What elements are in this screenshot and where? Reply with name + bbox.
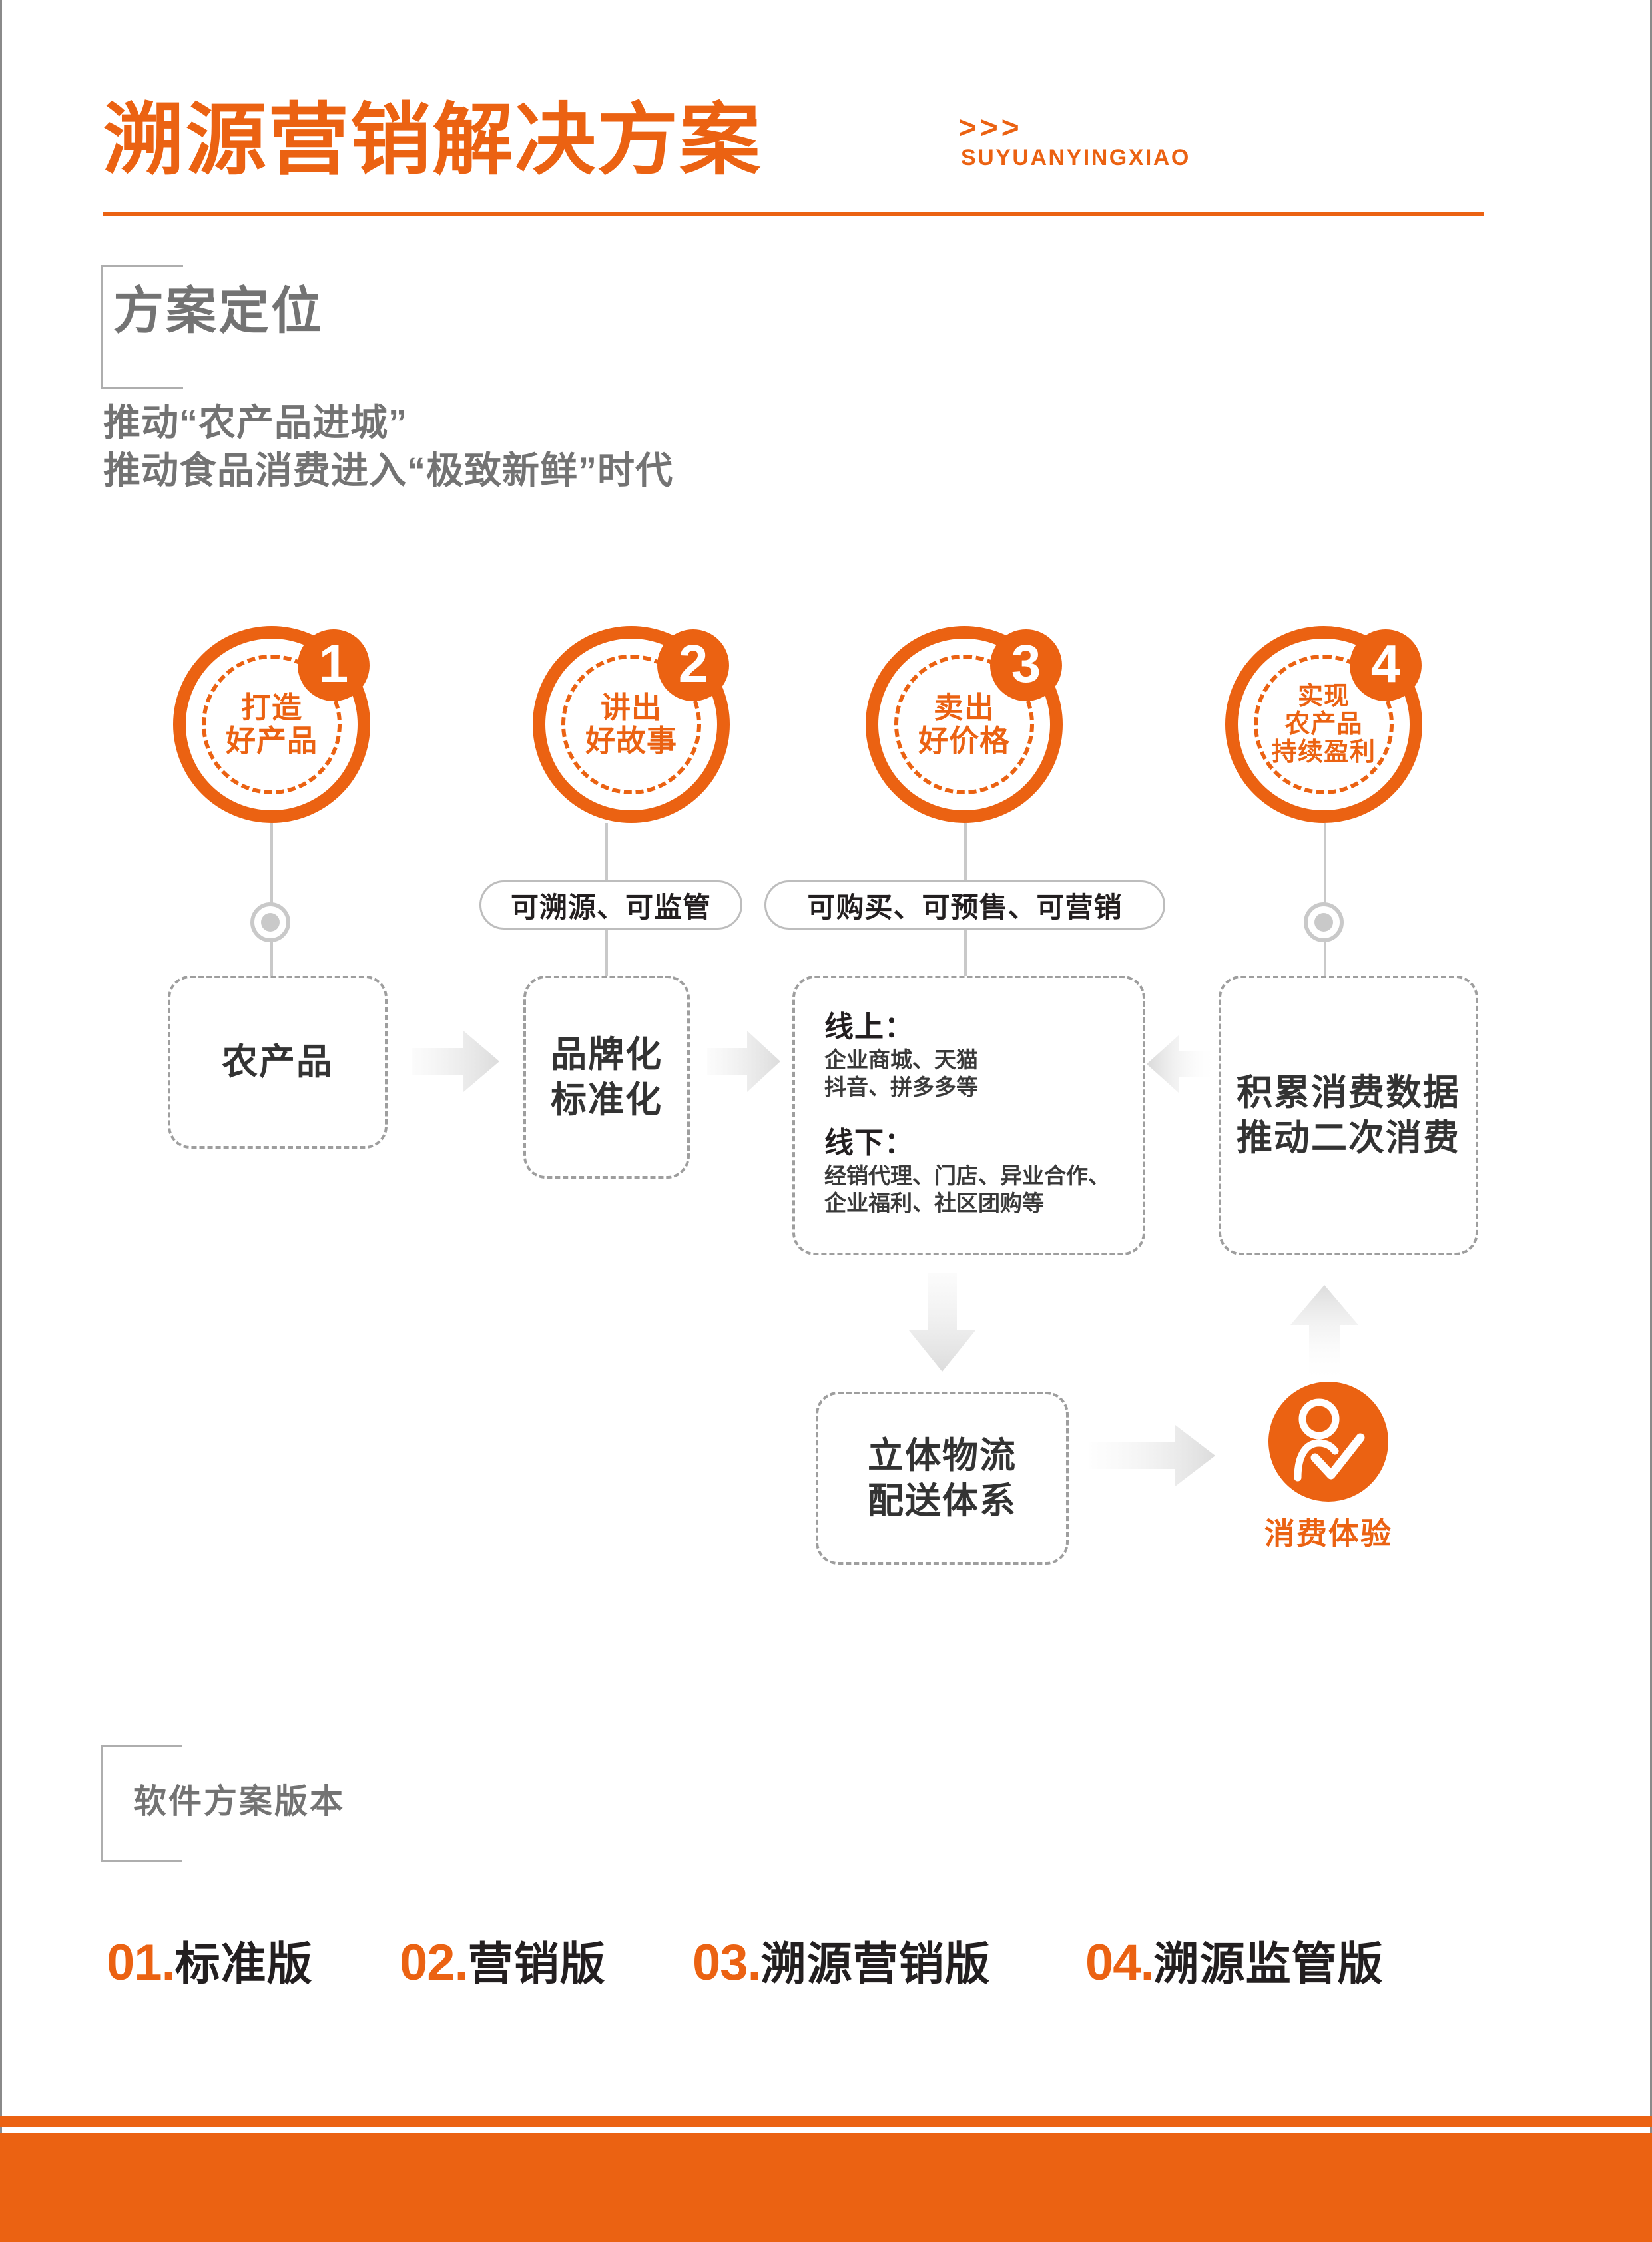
connector-line-3b	[964, 928, 967, 981]
pill-purchase[interactable]: 可购买、可预售、可营销	[764, 880, 1165, 930]
version-number-02: 02.	[400, 1934, 469, 1991]
chevron-right-icon: >>>	[959, 110, 1023, 144]
goal-circle-4-line-3: 持续盈利	[1271, 738, 1376, 766]
goal-circle-4[interactable]: 4 实现 农产品 持续盈利	[1225, 626, 1422, 823]
flow-box-logistics-line-1: 立体物流	[868, 1436, 1017, 1476]
goal-circle-1-line-2: 好产品	[225, 724, 318, 758]
flow-box-data: 积累消费数据 推动二次消费	[1219, 976, 1478, 1255]
goal-circle-1-text: 打造 好产品	[186, 691, 358, 758]
version-name-03: 溯源营销版	[760, 1939, 991, 1990]
version-item-03[interactable]: 03.溯源营销版	[692, 1931, 991, 1996]
pill-traceable-label: 可溯源、可监管	[510, 891, 711, 923]
version-number-03: 03.	[692, 1934, 762, 1991]
channels-spacer	[824, 1101, 1129, 1125]
page-title: 溯源营销解决方案	[103, 97, 762, 184]
goal-badge-4: 4	[1350, 629, 1422, 701]
flow-box-data-line-1: 积累消费数据	[1237, 1073, 1460, 1113]
channels-online-line-1: 企业商城、天猫	[824, 1047, 978, 1072]
version-name-02: 营销版	[467, 1939, 606, 1990]
page-title-pinyin: SUYUANYINGXIAO	[961, 145, 1191, 170]
flow-box-logistics-line-2: 配送体系	[868, 1481, 1017, 1521]
flow-box-brand: 品牌化 标准化	[523, 976, 690, 1179]
goal-circle-2-text: 讲出 好故事	[545, 691, 717, 758]
connector-line-1a	[270, 823, 273, 903]
goal-circle-2-line-2: 好故事	[585, 724, 677, 758]
footer-bar-thick	[0, 2133, 1652, 2242]
channels-online-line-2: 抖音、拼多多等	[824, 1075, 978, 1099]
dashed-ring-icon	[894, 655, 1034, 794]
connector-dot-1	[250, 902, 290, 942]
flow-box-channels: 线上： 企业商城、天猫 抖音、拼多多等 线下： 经销代理、门店、异业合作、 企业…	[792, 976, 1145, 1255]
version-item-01[interactable]: 01.标准版	[107, 1931, 313, 1996]
channels-offline-line-1: 经销代理、门店、异业合作、	[824, 1163, 1110, 1188]
arrow-right-brand-to-channels	[707, 1031, 780, 1092]
section-bracket-versions	[101, 1745, 182, 1862]
version-item-04[interactable]: 04.溯源监管版	[1085, 1931, 1384, 1996]
pill-traceable[interactable]: 可溯源、可监管	[479, 880, 742, 930]
flow-box-data-line-2: 推动二次消费	[1237, 1118, 1460, 1158]
goal-circle-2[interactable]: 2 讲出 好故事	[533, 626, 730, 823]
version-name-01: 标准版	[174, 1939, 313, 1990]
connector-dot-4	[1304, 902, 1344, 942]
flow-box-logistics-label: 立体物流 配送体系	[818, 1433, 1066, 1524]
flow-box-product: 农产品	[168, 976, 388, 1149]
dashed-ring-icon	[561, 655, 701, 794]
goal-badge-1: 1	[298, 629, 370, 701]
person-check-icon	[1294, 1398, 1365, 1482]
version-number-01: 01.	[107, 1934, 176, 1991]
goal-circle-1[interactable]: 1 打造 好产品	[173, 626, 370, 823]
goal-circle-1-line-1: 打造	[240, 691, 302, 724]
arrow-up-consumer-to-data	[1290, 1285, 1358, 1384]
goal-circle-3-text: 卖出 好价格	[878, 691, 1050, 758]
goal-circle-3-line-2: 好价格	[918, 724, 1010, 758]
version-list: 01.标准版 02.营销版 03.溯源营销版 04.溯源监管版	[107, 1931, 1505, 2018]
goal-circle-4-line-2: 农产品	[1284, 710, 1363, 738]
version-item-02[interactable]: 02.营销版	[400, 1931, 606, 1996]
page-left-edge	[0, 0, 2, 2242]
connector-line-4a	[1324, 823, 1326, 903]
arrow-left-data-to-channels	[1147, 1035, 1217, 1093]
positioning-line-1: 推动“农产品进城”	[103, 402, 408, 443]
flow-box-brand-line-1: 品牌化	[551, 1034, 663, 1075]
arrow-right-product-to-brand	[412, 1031, 499, 1092]
flow-box-product-label: 农产品	[222, 1042, 334, 1082]
consumer-experience-badge	[1268, 1382, 1388, 1502]
section-bracket-positioning	[101, 265, 183, 389]
goal-badge-3: 3	[990, 629, 1062, 701]
goal-circle-3-line-1: 卖出	[933, 691, 995, 724]
section-title-versions: 软件方案版本	[133, 1783, 345, 1820]
version-number-04: 04.	[1085, 1934, 1155, 1991]
flow-box-brand-line-2: 标准化	[551, 1079, 663, 1120]
channels-content: 线上： 企业商城、天猫 抖音、拼多多等 线下： 经销代理、门店、异业合作、 企业…	[824, 1009, 1129, 1217]
connector-line-3	[964, 823, 967, 883]
flow-box-logistics: 立体物流 配送体系	[816, 1392, 1069, 1565]
positioning-line-2: 推动食品消费进入“极致新鲜”时代	[103, 449, 673, 491]
goal-circle-3[interactable]: 3 卖出 好价格	[866, 626, 1063, 823]
consumer-experience-label: 消费体验	[1264, 1516, 1392, 1551]
header-underline	[103, 212, 1484, 216]
dashed-ring-icon	[1254, 655, 1394, 794]
version-name-04: 溯源监管版	[1153, 1939, 1384, 1990]
arrow-down-channels-to-logistics	[909, 1273, 975, 1372]
channels-online-heading: 线上：	[824, 1011, 914, 1043]
pill-purchase-label: 可购买、可预售、可营销	[807, 891, 1123, 923]
goal-badge-2: 2	[657, 629, 729, 701]
section-title-positioning: 方案定位	[113, 283, 324, 340]
page-right-edge	[1650, 0, 1652, 2242]
flow-box-data-label: 积累消费数据 推动二次消费	[1221, 1070, 1476, 1161]
connector-line-1b	[270, 942, 273, 982]
channels-offline-line-2: 企业福利、社区团购等	[824, 1191, 1044, 1215]
connector-line-4b	[1324, 942, 1326, 982]
dashed-ring-icon	[202, 655, 342, 794]
page-header: 溯源营销解决方案 >>> SUYUANYINGXIAO	[103, 101, 1521, 223]
goal-circle-4-text: 实现 农产品 持续盈利	[1238, 683, 1410, 766]
footer-bar-thin	[0, 2116, 1652, 2127]
connector-line-2	[605, 823, 608, 883]
channels-offline-heading: 线下：	[824, 1127, 914, 1159]
goal-circle-4-line-1: 实现	[1297, 683, 1350, 710]
arrow-right-logistics-to-consumer	[1089, 1425, 1215, 1486]
flow-box-brand-label: 品牌化 标准化	[526, 1032, 687, 1123]
connector-line-2b	[605, 928, 608, 981]
goal-circle-2-line-1: 讲出	[600, 691, 662, 724]
